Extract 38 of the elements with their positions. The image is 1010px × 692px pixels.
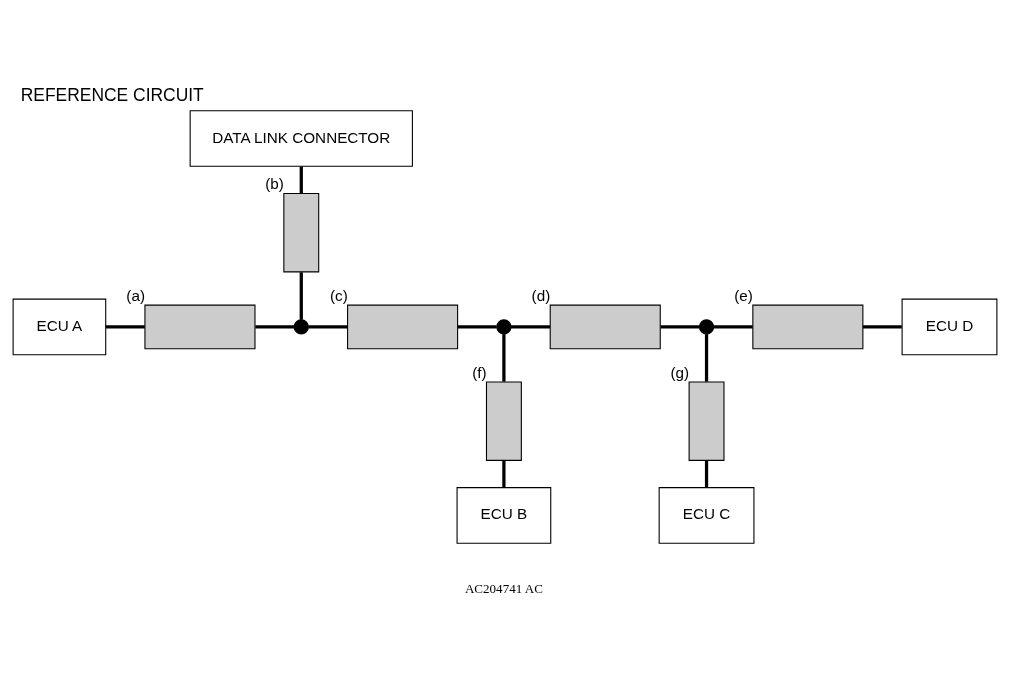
node-bar — [752, 304, 864, 350]
node-box: ECU D — [901, 298, 998, 356]
connector — [502, 460, 506, 488]
node-label: (g) — [670, 363, 690, 381]
node-label: (b) — [265, 175, 284, 193]
node-bar — [549, 304, 661, 350]
connector — [862, 325, 902, 329]
node-bar — [485, 381, 522, 461]
connector — [299, 272, 303, 320]
label: AC204741 AC — [464, 581, 543, 597]
node-box: ECU A — [12, 298, 107, 356]
diagram-title: REFERENCE CIRCUIT — [20, 84, 204, 105]
node-label: (a) — [126, 287, 145, 305]
connector — [713, 325, 753, 329]
connector — [704, 334, 709, 382]
node-label: (d) — [531, 287, 551, 305]
node-box: ECU B — [456, 487, 552, 544]
node-label: (e) — [734, 287, 753, 305]
connector — [458, 325, 497, 329]
connector — [255, 325, 295, 329]
node-bar — [688, 381, 725, 461]
node-bar — [144, 304, 256, 350]
connector — [105, 325, 145, 329]
node-circle — [496, 319, 512, 335]
connector — [502, 334, 506, 382]
node-bar — [283, 192, 320, 273]
node-label: (f) — [472, 363, 487, 381]
connector — [299, 166, 303, 194]
node-box: DATA LINK CONNECTOR — [189, 110, 413, 167]
connector — [308, 325, 348, 329]
node-circle — [698, 319, 715, 335]
node-box: ECU C — [658, 487, 755, 544]
connector — [660, 325, 700, 329]
connector — [704, 460, 709, 488]
node-circle — [293, 319, 309, 335]
node-label: (c) — [329, 287, 348, 305]
node-bar — [347, 304, 459, 350]
connector — [511, 325, 551, 329]
